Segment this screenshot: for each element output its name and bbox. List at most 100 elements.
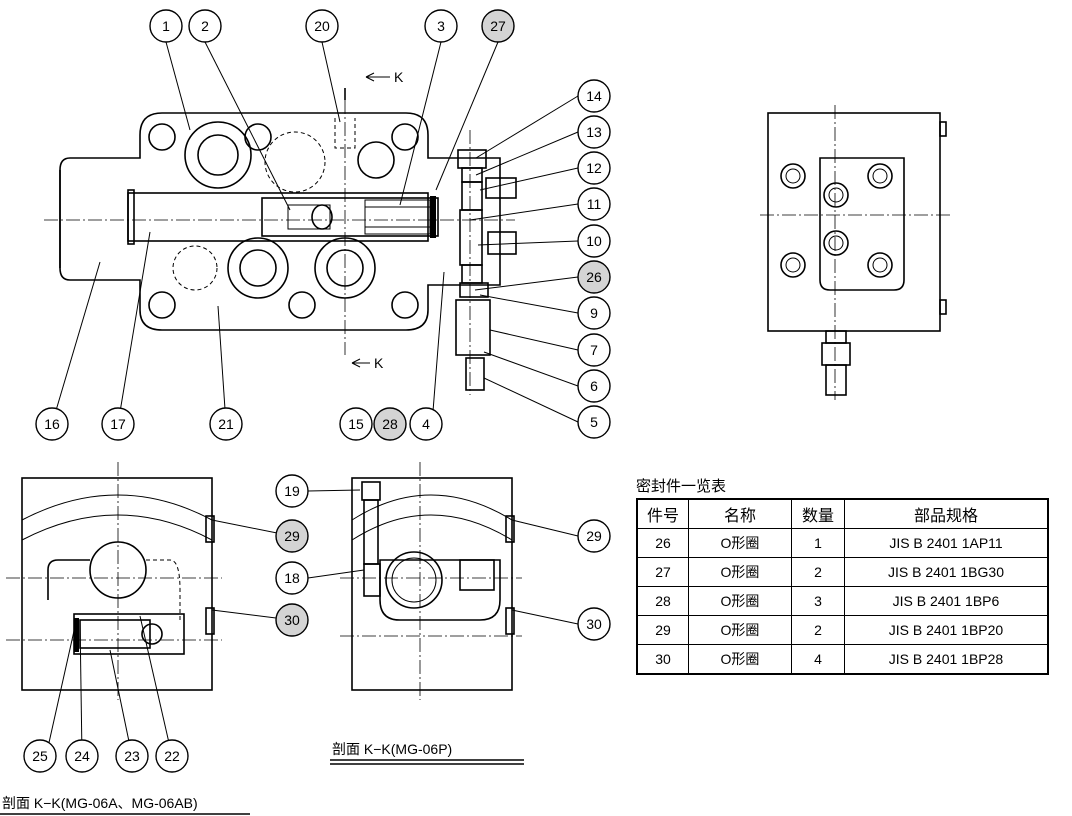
svg-text:26: 26 [586,269,602,285]
callout-30-b: 30 [577,607,611,641]
cell-qty: 4 [791,644,845,675]
callout-19: 19 [275,474,309,508]
header-qty: 数量 [791,498,845,529]
callout-20: 20 [305,9,339,43]
cell-name: O形圈 [688,557,792,587]
balloon-circle [305,9,339,43]
svg-text:22: 22 [164,748,180,764]
svg-text:17: 17 [110,416,126,432]
cell-qty: 2 [791,615,845,645]
svg-text:30: 30 [284,612,300,628]
balloon-circle [481,9,515,43]
balloon-circle [339,407,373,441]
header-part-no: 件号 [636,498,689,529]
balloon-circle [275,519,309,553]
balloon-circle [577,187,611,221]
seal-table: 件号 名称 数量 部品规格 26 O形圈 1 JIS B 2401 1AP11 … [636,498,1049,675]
callout-10: 10 [577,224,611,258]
callout-16: 16 [35,407,69,441]
callout-5: 5 [577,405,611,439]
callout-7: 7 [577,333,611,367]
balloon-circle [188,9,222,43]
callout-14: 14 [577,79,611,113]
cell-name: O形圈 [688,644,792,675]
balloon-circle [275,561,309,595]
callout-3: 3 [424,9,458,43]
callout-balloons: 1 2 20 3 27 14 13 12 11 10 26 9 7 6 5 16… [23,9,611,773]
svg-text:7: 7 [590,342,598,358]
cell-name: O形圈 [688,586,792,616]
cell-part-no: 27 [636,557,689,587]
svg-text:2: 2 [201,18,209,34]
cell-spec: JIS B 2401 1BP20 [844,615,1049,645]
cell-spec: JIS B 2401 1AP11 [844,528,1049,558]
cell-name: O形圈 [688,528,792,558]
main-view: K K [44,69,517,395]
callout-17: 17 [101,407,135,441]
table-row: 29 O形圈 2 JIS B 2401 1BP20 [636,615,1049,645]
svg-text:28: 28 [382,416,398,432]
svg-text:27: 27 [490,18,506,34]
balloon-circle [275,474,309,508]
svg-text:4: 4 [422,416,430,432]
svg-text:15: 15 [348,416,364,432]
callout-4: 4 [409,407,443,441]
callout-25: 25 [23,739,57,773]
balloon-circle [65,739,99,773]
callout-26: 26 [577,260,611,294]
svg-text:9: 9 [590,305,598,321]
cell-part-no: 28 [636,586,689,616]
balloon-circle [577,333,611,367]
table-header-row: 件号 名称 数量 部品规格 [636,498,1049,529]
svg-text:1: 1 [162,18,170,34]
caption-mg06p: 剖面 K−K(MG-06P) [332,741,452,757]
balloon-circle [577,607,611,641]
callout-24: 24 [65,739,99,773]
callout-2: 2 [188,9,222,43]
cell-qty: 3 [791,586,845,616]
callout-11: 11 [577,187,611,221]
callout-1: 1 [149,9,183,43]
callout-9: 9 [577,296,611,330]
balloon-circle [155,739,189,773]
balloon-circle [149,9,183,43]
callout-12: 12 [577,151,611,185]
balloon-circle [101,407,135,441]
cell-qty: 1 [791,528,845,558]
cell-name: O形圈 [688,615,792,645]
cell-spec: JIS B 2401 1BG30 [844,557,1049,587]
cell-qty: 2 [791,557,845,587]
svg-text:12: 12 [586,160,602,176]
svg-text:29: 29 [586,528,602,544]
svg-text:29: 29 [284,528,300,544]
svg-text:23: 23 [124,748,140,764]
callout-22: 22 [155,739,189,773]
callout-13: 13 [577,115,611,149]
header-name: 名称 [688,498,792,529]
balloon-circle [409,407,443,441]
caption-mg06ab: 剖面 K−K(MG-06A、MG-06AB) [2,795,198,811]
table-row: 26 O形圈 1 JIS B 2401 1AP11 [636,528,1049,558]
balloon-circle [373,407,407,441]
callout-6: 6 [577,369,611,403]
svg-text:20: 20 [314,18,330,34]
balloon-circle [424,9,458,43]
section-mg06p [340,462,522,700]
cell-part-no: 29 [636,615,689,645]
balloon-circle [577,369,611,403]
svg-text:30: 30 [586,616,602,632]
balloon-circle [275,603,309,637]
balloon-circle [577,79,611,113]
balloon-circle [577,296,611,330]
callout-30-a: 30 [275,603,309,637]
balloon-circle [577,224,611,258]
callout-27: 27 [481,9,515,43]
callout-28: 28 [373,407,407,441]
table-row: 28 O形圈 3 JIS B 2401 1BP6 [636,586,1049,616]
cell-part-no: 30 [636,644,689,675]
callout-18: 18 [275,561,309,595]
balloon-circle [35,407,69,441]
svg-text:19: 19 [284,483,300,499]
callout-29-b: 29 [577,519,611,553]
